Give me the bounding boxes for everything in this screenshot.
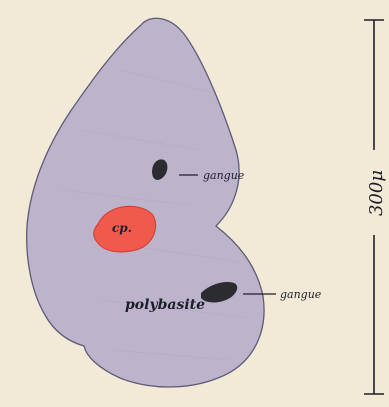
scale-label: 300μ [366, 170, 387, 216]
inclusion-label: cp. [112, 221, 132, 235]
gangue-lower-label: gangue [280, 288, 322, 301]
polybasite-label: polybasite [125, 297, 205, 313]
gangue-upper-label: gangue [203, 169, 245, 182]
